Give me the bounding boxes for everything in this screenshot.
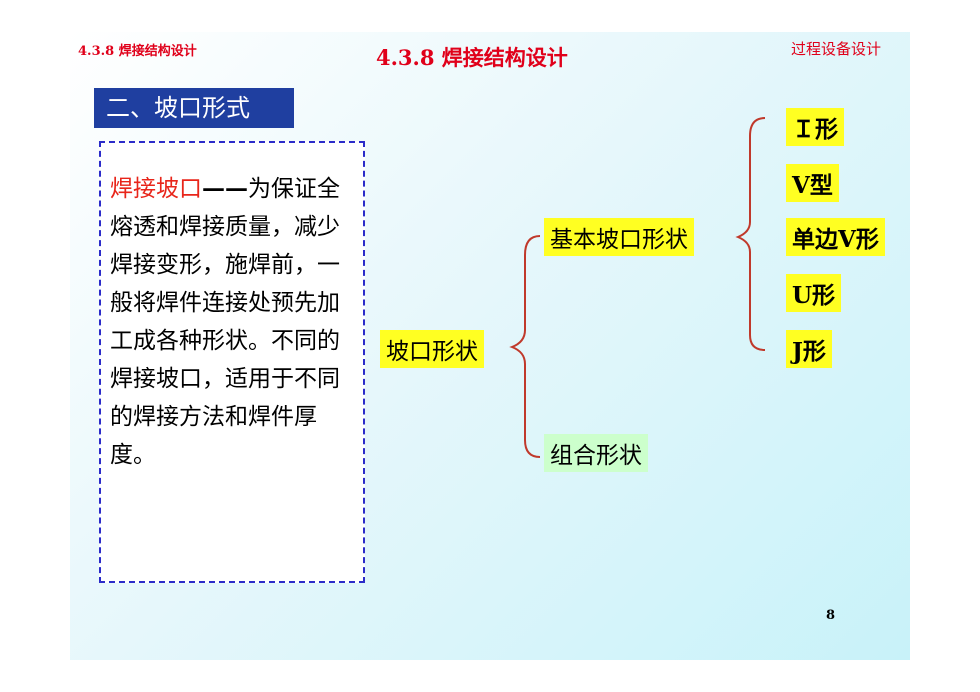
section-title: 二、坡口形式	[94, 88, 294, 128]
type-i-node: Ｉ形	[786, 108, 844, 146]
header-center-title: 4.3.8 焊接结构设计	[376, 45, 568, 70]
combined-shape-node: 组合形状	[544, 434, 648, 472]
main-brace	[509, 235, 541, 458]
header-course-name: 过程设备设计	[791, 40, 882, 58]
basic-shape-node: 基本坡口形状	[544, 218, 694, 256]
sub-brace	[735, 117, 766, 351]
definition-dash: ——	[202, 175, 248, 202]
header-left-title: 4.3.8 焊接结构设计	[78, 44, 197, 59]
definition-term: 焊接坡口	[110, 176, 202, 202]
root-node: 坡口形状	[380, 330, 484, 368]
page-number: 8	[826, 608, 836, 623]
definition-box	[99, 141, 365, 583]
definition-text: 焊接坡口——为保证全熔透和焊接质量，减少焊接变形，施焊前，一般将焊件连接处预先加…	[110, 170, 360, 474]
type-j-node: J形	[786, 330, 832, 368]
type-single-v-node: 单边V形	[786, 218, 885, 256]
type-u-node: U形	[786, 274, 842, 312]
type-v-node: V型	[786, 164, 839, 202]
definition-body: 为保证全熔透和焊接质量，减少焊接变形，施焊前，一般将焊件连接处预先加工成各种形状…	[110, 176, 340, 468]
